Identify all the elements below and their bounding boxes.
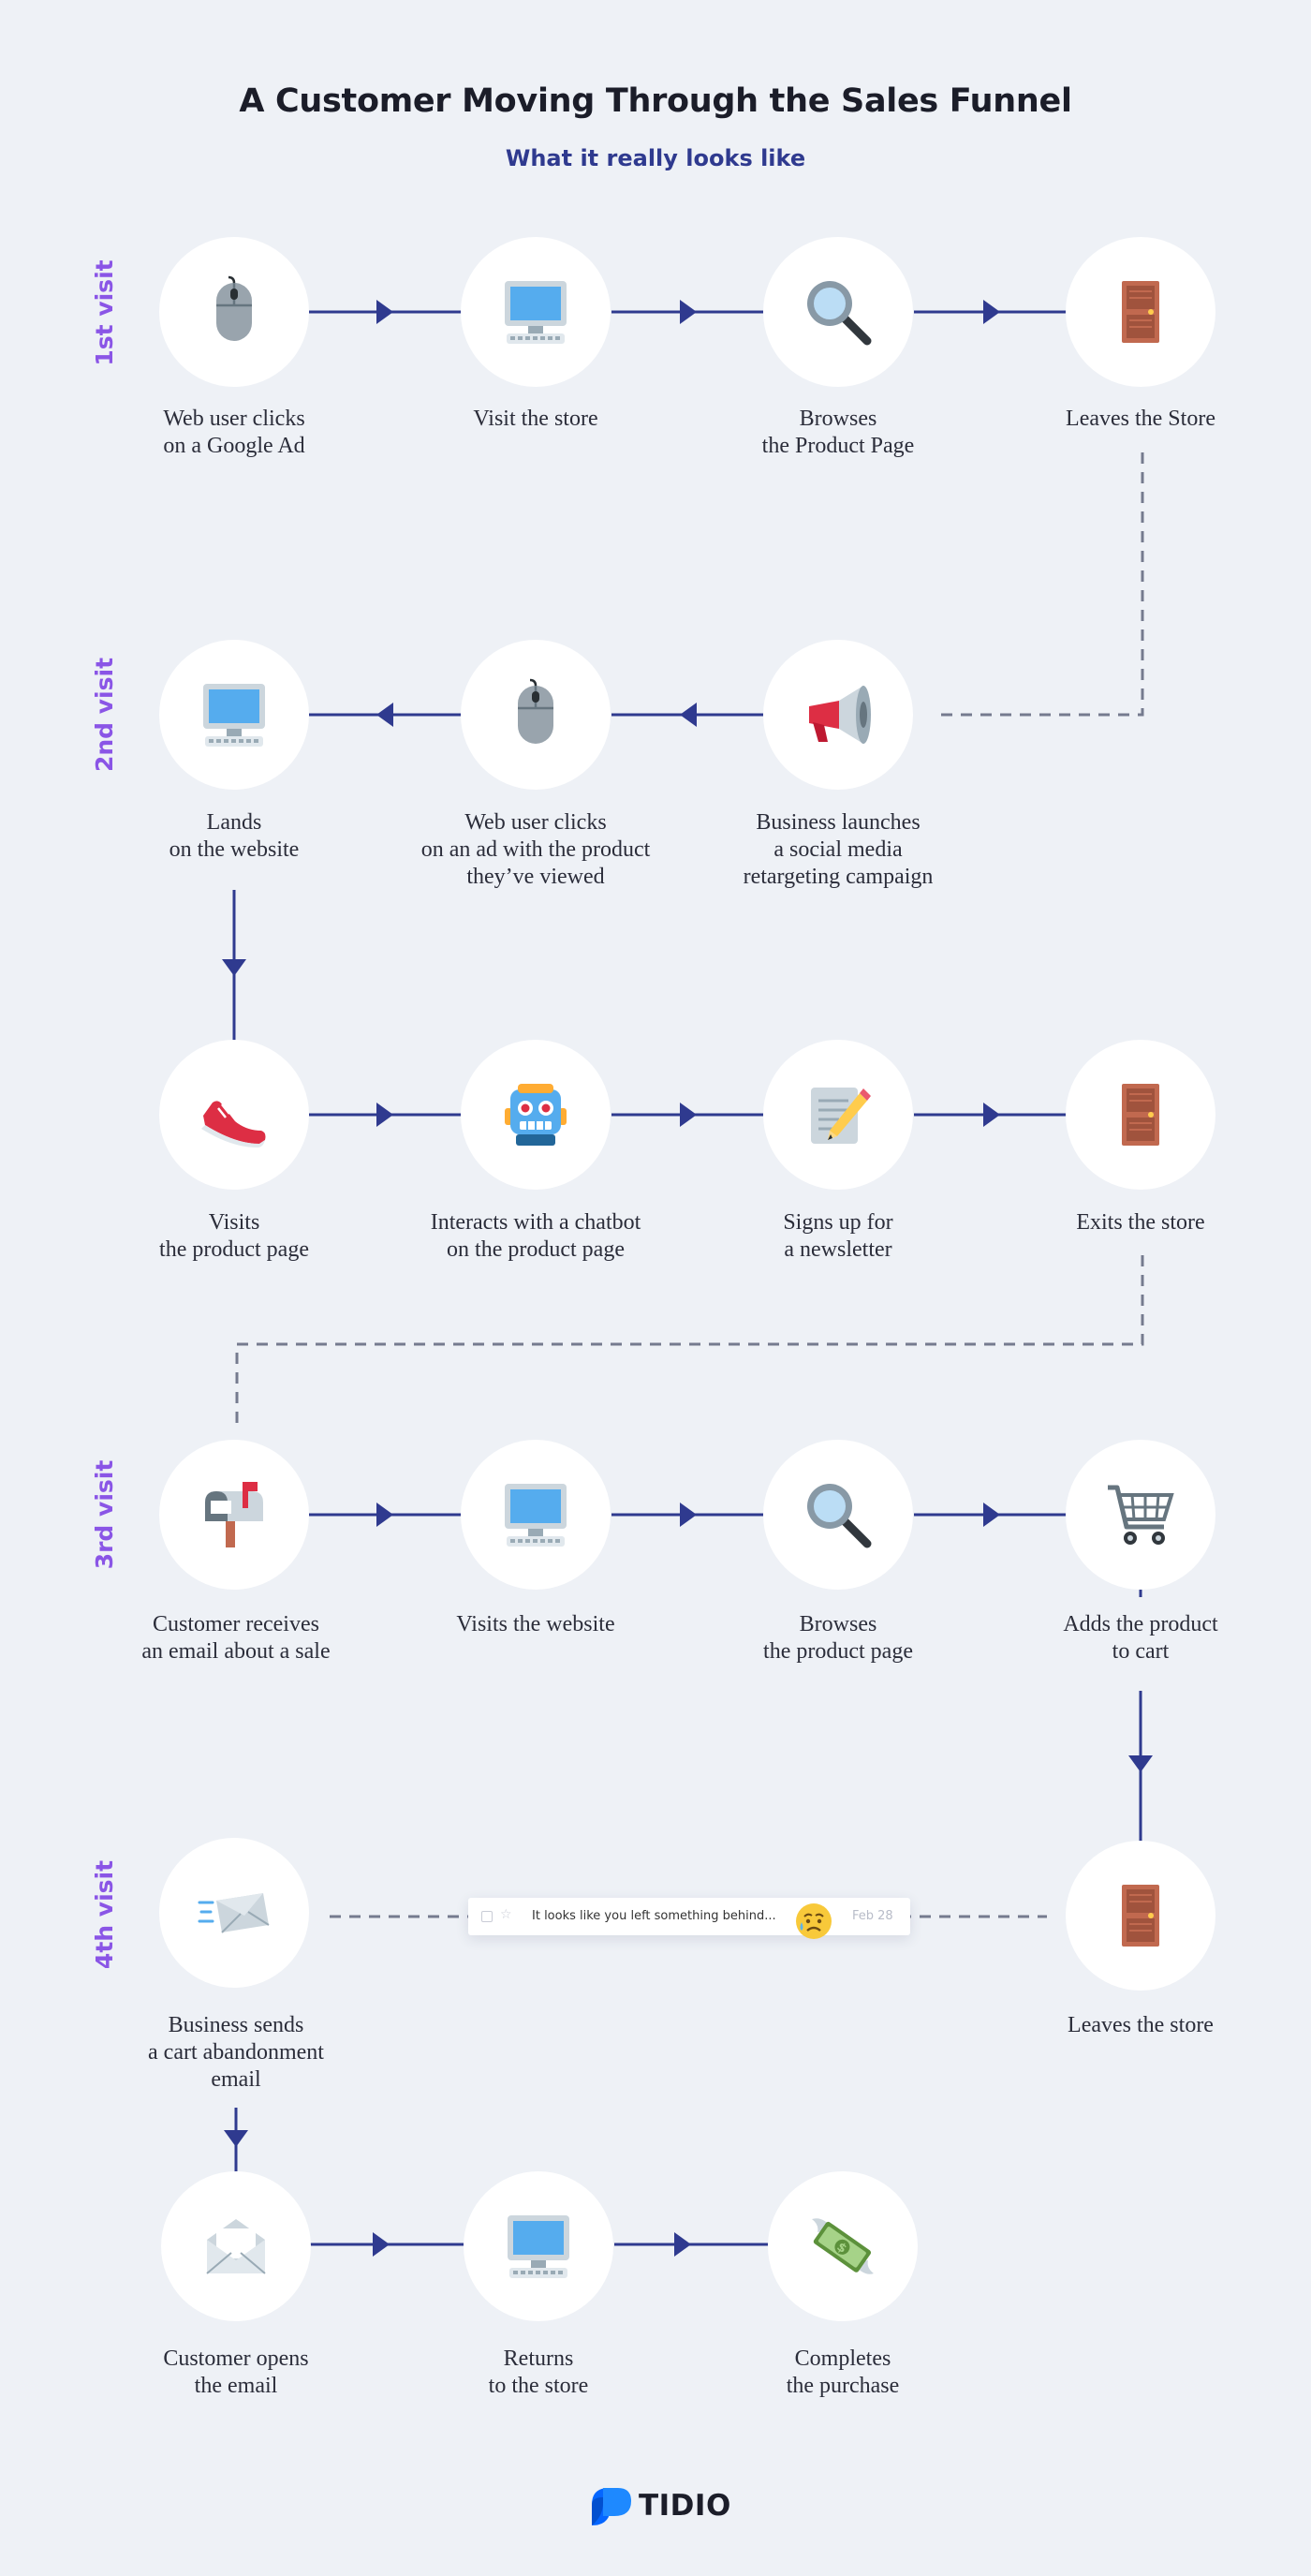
step-label-2: Visit the store	[473, 407, 598, 431]
step-label-13: Visits the website	[456, 1612, 615, 1636]
door-icon	[1122, 281, 1159, 343]
step-node-19	[464, 2171, 613, 2321]
step-label-8: Visits the product page	[159, 1210, 309, 1262]
abandoned-cart-email-preview: ☆ It looks like you left something behin…	[468, 1898, 910, 1939]
step-node-2	[461, 237, 611, 387]
desktop-computer-icon	[508, 2215, 569, 2278]
email-date: Feb 28	[852, 1909, 893, 1923]
step-label-1: Web user clicks on a Google Ad	[163, 407, 305, 458]
step-label-17: Business sends a cart abandonment email	[148, 2013, 324, 2092]
step-node-6	[461, 640, 611, 790]
step-node-7	[159, 640, 309, 790]
step-label-6: Web user clicks on an ad with the produc…	[420, 810, 651, 889]
step-label-12: Customer receives an email about a sale	[141, 1612, 331, 1664]
brand-name: TIDIO	[639, 2489, 731, 2523]
step-label-7: Lands on the website	[169, 810, 300, 862]
desktop-computer-icon	[505, 1484, 567, 1547]
magnifying-glass-icon	[807, 281, 872, 346]
sneaker-icon	[201, 1101, 266, 1147]
step-node-14	[763, 1440, 913, 1590]
star-icon: ☆	[500, 1907, 512, 1922]
step-node-9	[461, 1040, 611, 1190]
door-icon	[1122, 1084, 1159, 1146]
door-icon	[1122, 1885, 1159, 1947]
step-label-4: Leaves the Store	[1066, 407, 1215, 431]
computer-mouse-icon	[518, 678, 553, 744]
page-title: A Customer Moving Through the Sales Funn…	[239, 82, 1072, 120]
step-label-14: Browses the product page	[763, 1612, 913, 1664]
step-label-9: Interacts with a chatbot on the product …	[430, 1210, 641, 1262]
step-node-4	[1066, 237, 1215, 387]
step-label-16: Leaves the store	[1068, 2013, 1214, 2037]
step-node-3	[763, 237, 913, 387]
step-label-18: Customer opens the email	[163, 2347, 309, 2398]
step-node-5	[763, 640, 913, 790]
step-node-17	[159, 1838, 309, 1988]
checkbox-icon	[481, 1911, 493, 1922]
step-node-16	[1066, 1841, 1215, 1991]
step-node-8	[159, 1040, 309, 1190]
brand-logo: TIDIO	[590, 2484, 731, 2527]
tidio-logo-icon	[592, 2488, 631, 2525]
step-label-11: Exits the store	[1076, 1210, 1205, 1235]
page-subtitle: What it really looks like	[505, 145, 806, 171]
step-label-19: Returns to the store	[488, 2347, 589, 2398]
step-node-18	[161, 2171, 311, 2321]
step-node-11	[1066, 1040, 1215, 1190]
step-node-12	[159, 1440, 309, 1590]
step-label-3: Browses the Product Page	[761, 407, 915, 458]
incoming-envelope-icon	[198, 1893, 270, 1933]
money-with-wings-icon: $	[812, 2218, 874, 2274]
desktop-computer-icon	[203, 684, 265, 747]
shopping-cart-icon	[1108, 1485, 1174, 1545]
megaphone-icon	[809, 686, 871, 744]
mailbox-icon	[205, 1482, 263, 1547]
desktop-computer-icon	[505, 281, 567, 344]
computer-mouse-icon	[216, 275, 252, 341]
step-node-20: $	[768, 2171, 918, 2321]
step-label-15: Adds the product to cart	[1063, 1612, 1218, 1664]
step-label-5: Business launches a social media retarge…	[743, 810, 934, 889]
email-subject: It looks like you left something behind.…	[532, 1909, 776, 1923]
memo-pencil-icon	[811, 1088, 871, 1144]
open-envelope-icon	[206, 2219, 266, 2274]
step-label-10: Signs up for a newsletter	[783, 1210, 893, 1262]
step-node-13	[461, 1440, 611, 1590]
step-node-15	[1066, 1440, 1215, 1590]
step-node-1	[159, 237, 309, 387]
step-node-10	[763, 1040, 913, 1190]
step-label-20: Completes the purchase	[786, 2347, 900, 2398]
magnifying-glass-icon	[807, 1484, 872, 1548]
sad-face-icon	[796, 1903, 832, 1939]
robot-icon	[505, 1084, 567, 1146]
